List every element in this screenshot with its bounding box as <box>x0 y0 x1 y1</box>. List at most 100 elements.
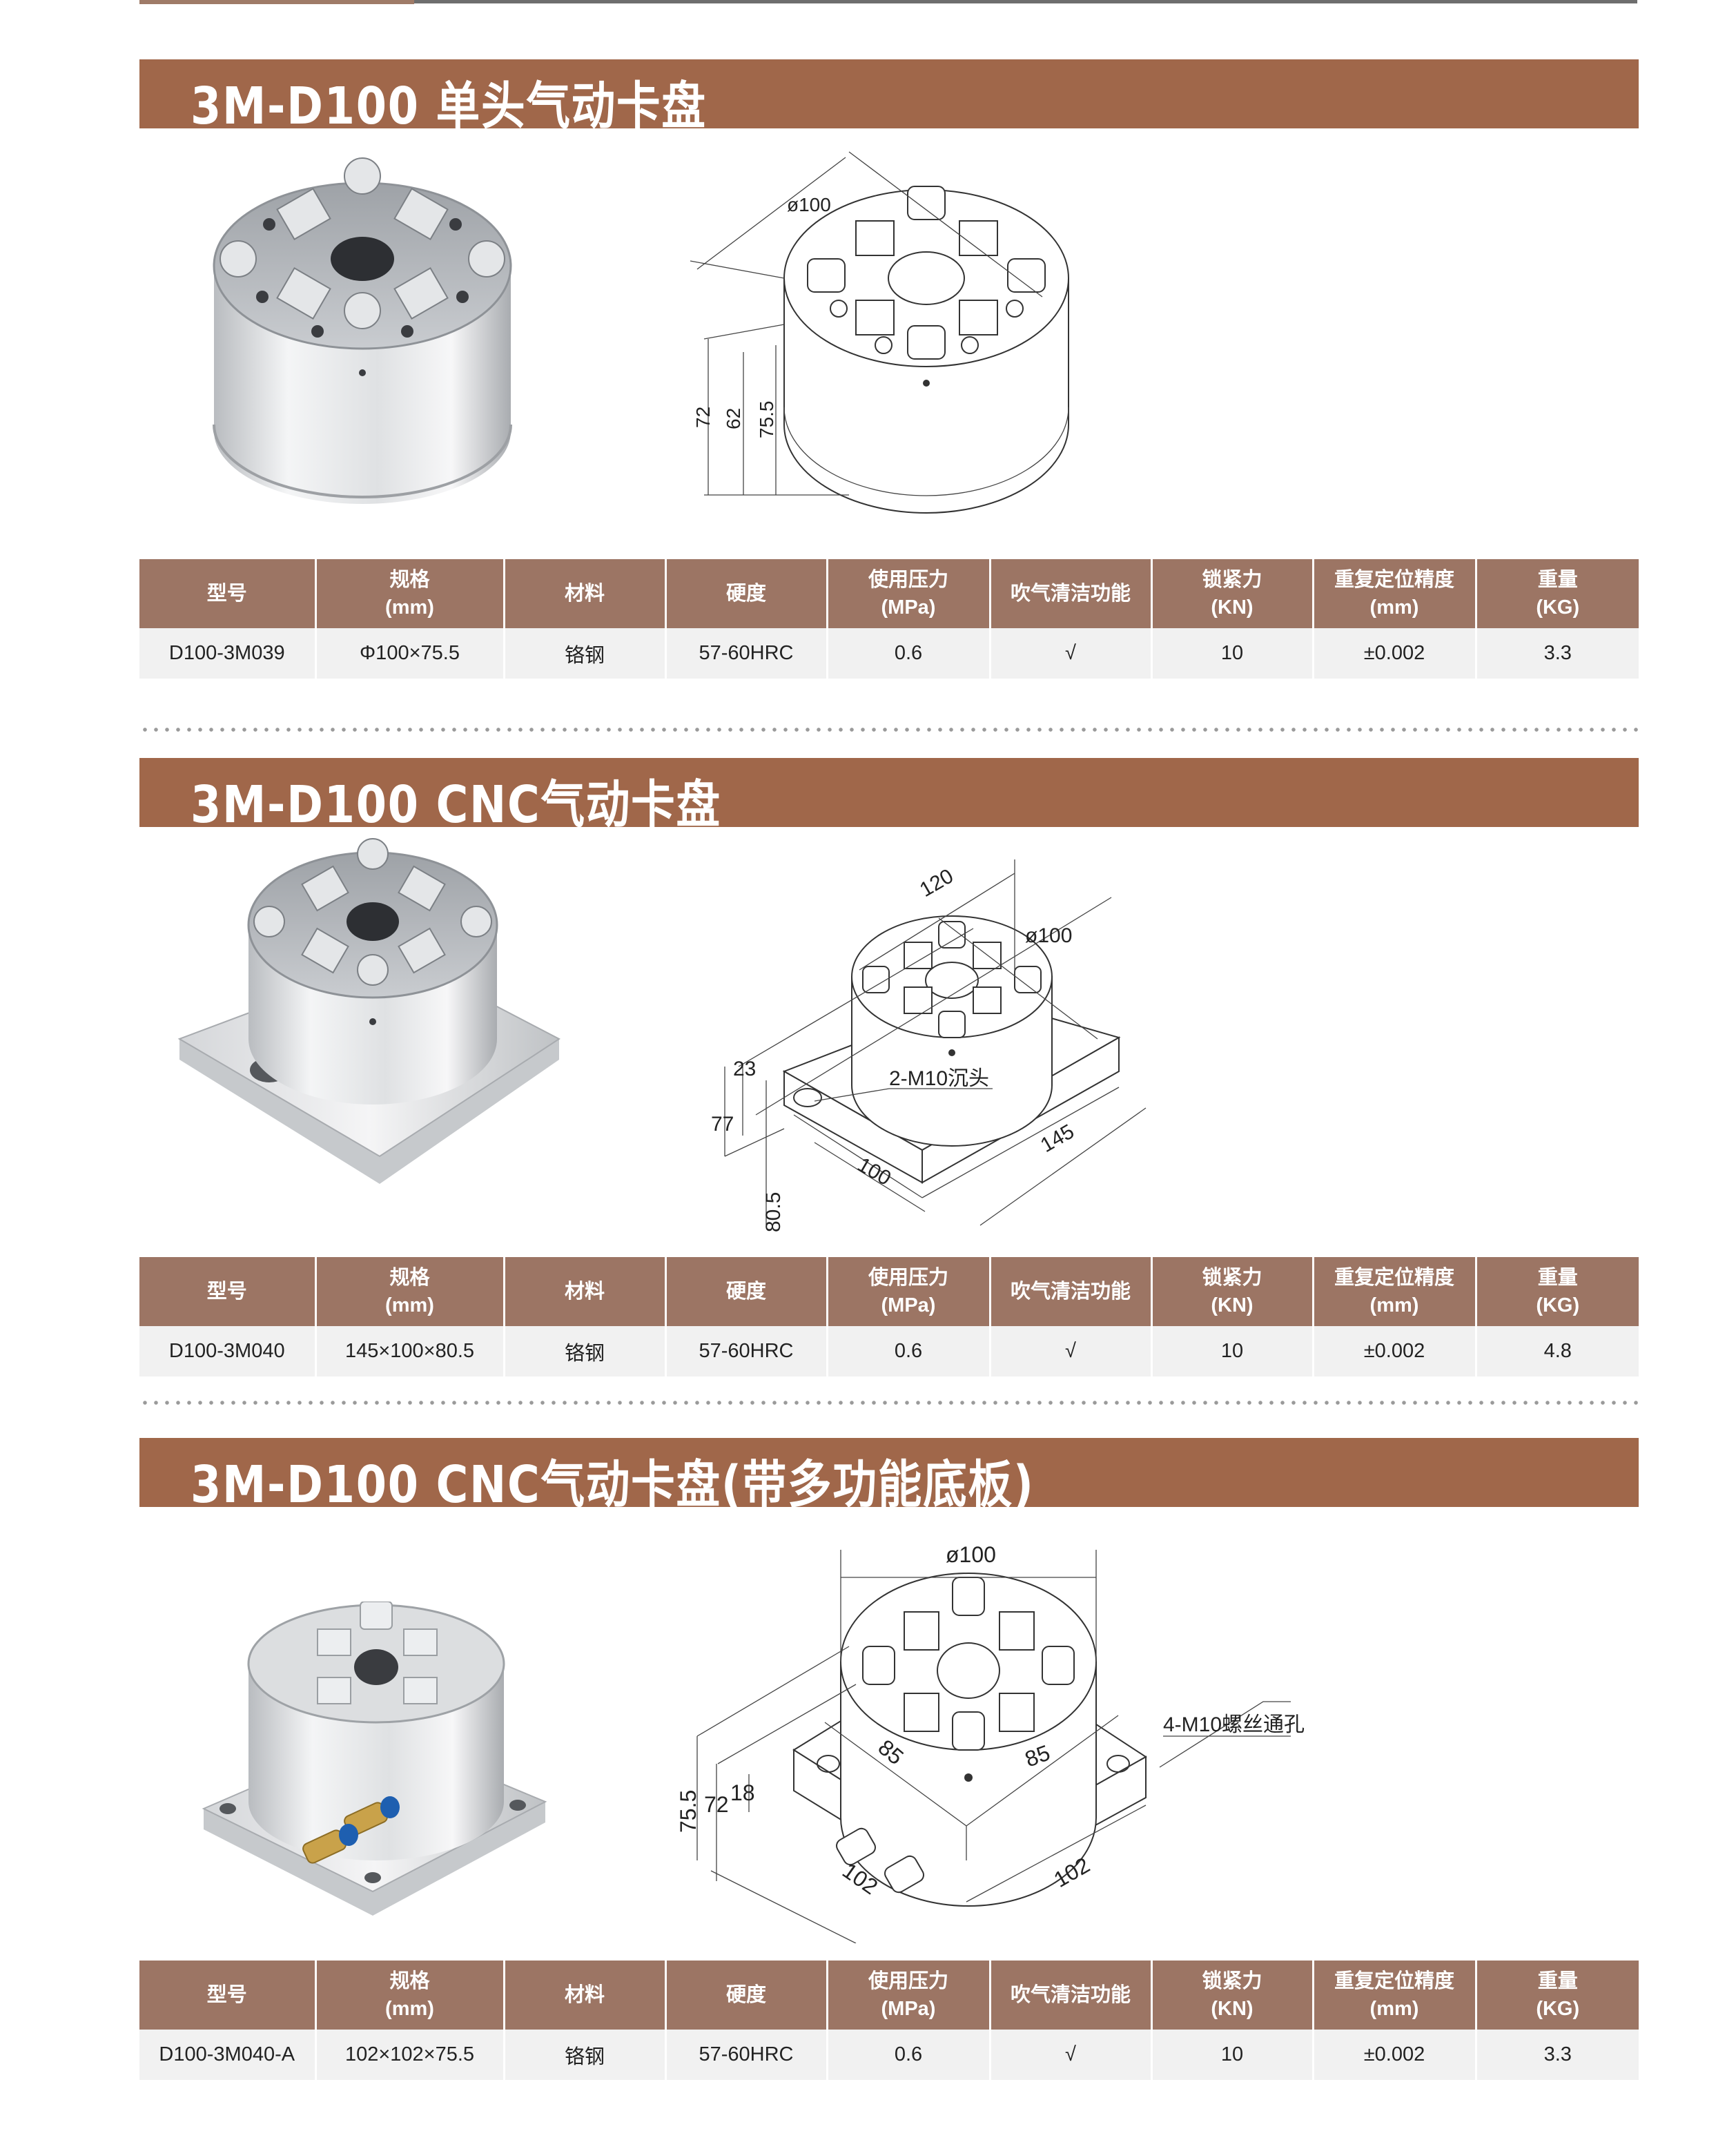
header-label: (KG) <box>1536 596 1580 619</box>
header-model: 型号 <box>139 1257 317 1326</box>
dim-height-77: 77 <box>711 1113 734 1136</box>
header-label: (MPa) <box>881 1294 936 1316</box>
section-title: 3M-D100 单头气动卡盘 <box>191 77 707 136</box>
header-label: 规格 <box>389 569 430 591</box>
dim-height-23: 23 <box>733 1058 756 1080</box>
top-accent-bar <box>139 0 414 4</box>
cell-model: D100-3M040-A <box>139 2030 317 2080</box>
header-air-clean: 吹气清洁功能 <box>990 559 1153 628</box>
header-label: 重复定位精度 <box>1334 569 1454 591</box>
cell-weight: 4.8 <box>1476 1326 1639 1377</box>
header-hardness: 硬度 <box>665 1257 828 1326</box>
header-weight: 重量 (KG) <box>1476 559 1639 628</box>
dim-height-18: 18 <box>730 1780 755 1805</box>
header-pressure: 使用压力 (MPa) <box>827 559 991 628</box>
section-title: 3M-D100 CNC气动卡盘 <box>191 775 721 835</box>
header-label: 硬度 <box>725 1984 766 2006</box>
dim-diameter: ø100 <box>1025 924 1072 947</box>
cell-hardness: 57-60HRC <box>665 2030 828 2080</box>
header-label: 吹气清洁功能 <box>1010 583 1131 605</box>
header-label: 吹气清洁功能 <box>1010 1281 1131 1303</box>
header-label: (mm) <box>385 1294 434 1316</box>
cell-clamp-force: 10 <box>1151 2030 1314 2080</box>
header-label: (KN) <box>1211 1294 1254 1316</box>
cell-repeatability: ±0.002 <box>1313 2030 1477 2080</box>
technical-drawing-1: ø100 72 62 75.5 <box>690 151 1069 514</box>
header-label: (mm) <box>385 1998 434 2020</box>
header-label: 材料 <box>564 1984 605 2006</box>
header-label: 重量 <box>1537 569 1578 591</box>
header-air-clean: 吹气清洁功能 <box>990 1961 1153 2030</box>
header-model: 型号 <box>139 559 317 628</box>
section-banner-3: 3M-D100 CNC气动卡盘(带多功能底板) <box>139 1438 1639 1515</box>
header-material: 材料 <box>504 559 667 628</box>
header-label: 材料 <box>564 1281 605 1303</box>
cell-repeatability: ±0.002 <box>1313 628 1477 679</box>
header-hardness: 硬度 <box>665 1961 828 2030</box>
header-label: (KN) <box>1211 1998 1254 2020</box>
spec-table-3: 型号 规格(mm) 材料 硬度 使用压力(MPa) 吹气清洁功能 锁紧力 (KN)… <box>139 1961 1639 2080</box>
header-label: 锁紧力 <box>1202 569 1262 591</box>
cell-weight: 3.3 <box>1476 628 1639 679</box>
header-label: (KG) <box>1536 1998 1580 2020</box>
header-spec: 规格(mm) <box>315 1257 505 1326</box>
header-label: 使用压力 <box>868 1267 948 1289</box>
dotted-divider <box>139 728 1639 732</box>
spec-table-1: 型号 规格 (mm) 材料 硬度 使用压力 (MPa) 吹气清洁功能 锁紧力 (KN)… <box>139 559 1639 679</box>
header-label: (MPa) <box>881 596 936 619</box>
header-pressure: 使用压力(MPa) <box>827 1961 991 2030</box>
cell-clamp-force: 10 <box>1151 1326 1314 1377</box>
header-label: 重量 <box>1537 1970 1578 1992</box>
header-spec: 规格(mm) <box>315 1961 505 2030</box>
header-label: 重复定位精度 <box>1334 1267 1454 1289</box>
product-photo-single-chuck <box>213 157 512 504</box>
dim-length-145: 145 <box>1037 1120 1078 1157</box>
header-label: (mm) <box>1369 1998 1419 2020</box>
cell-material: 铬钢 <box>504 2030 667 2080</box>
technical-drawing-2: 120 ø100 23 77 80.5 2-M10沉头 100 145 <box>711 859 1147 1232</box>
header-model: 型号 <box>139 1961 317 2030</box>
header-label: 吹气清洁功能 <box>1010 1984 1131 2006</box>
dim-height-72: 72 <box>692 407 714 428</box>
product-photo-chuck-with-base <box>202 1602 547 1916</box>
header-material: 材料 <box>504 1257 667 1326</box>
cell-spec: Φ100×75.5 <box>315 628 505 679</box>
cell-spec: 145×100×80.5 <box>315 1326 505 1377</box>
header-label: 型号 <box>206 583 247 605</box>
table-header-row: 型号 规格 (mm) 材料 硬度 使用压力 (MPa) 吹气清洁功能 锁紧力 (KN)… <box>139 559 1639 628</box>
cell-pressure: 0.6 <box>827 2030 991 2080</box>
cell-model: D100-3M039 <box>139 628 317 679</box>
header-clamp-force: 锁紧力 (KN) <box>1151 559 1314 628</box>
header-label: 锁紧力 <box>1202 1970 1262 1992</box>
cell-material: 铬钢 <box>504 1326 667 1377</box>
cell-hardness: 57-60HRC <box>665 1326 828 1377</box>
header-label: 硬度 <box>725 1281 766 1303</box>
technical-drawing-3: ø100 4-M10螺丝通孔 85 85 75.5 72 18 102 102 <box>676 1542 1305 1943</box>
spec-table-2: 型号 规格(mm) 材料 硬度 使用压力 (MPa) 吹气清洁功能 锁紧力(KN)… <box>139 1257 1639 1377</box>
header-label: (MPa) <box>881 1998 936 2020</box>
counterbore-note: 2-M10沉头 <box>889 1067 989 1090</box>
header-label: (mm) <box>385 596 434 619</box>
cell-spec: 102×102×75.5 <box>315 2030 505 2080</box>
header-label: 使用压力 <box>868 569 948 591</box>
header-clamp-force: 锁紧力 (KN) <box>1151 1961 1314 2030</box>
header-label: (mm) <box>1369 1294 1419 1316</box>
dim-height-62: 62 <box>723 408 744 429</box>
cell-pressure: 0.6 <box>827 1326 991 1377</box>
header-label: 材料 <box>564 583 605 605</box>
header-pressure: 使用压力 (MPa) <box>827 1257 991 1326</box>
product-photo-cnc-chuck <box>177 838 560 1184</box>
header-spec: 规格 (mm) <box>315 559 505 628</box>
header-label: (KN) <box>1211 596 1254 619</box>
dim-height-75-5: 75.5 <box>676 1790 701 1833</box>
header-label: 硬度 <box>725 583 766 605</box>
cell-air-clean: √ <box>990 628 1153 679</box>
header-repeatability: 重复定位精度(mm) <box>1313 1961 1477 2030</box>
header-air-clean: 吹气清洁功能 <box>990 1257 1153 1326</box>
dim-height-80-5: 80.5 <box>762 1192 785 1232</box>
dim-diameter: ø100 <box>946 1542 996 1567</box>
header-clamp-force: 锁紧力(KN) <box>1151 1257 1314 1326</box>
